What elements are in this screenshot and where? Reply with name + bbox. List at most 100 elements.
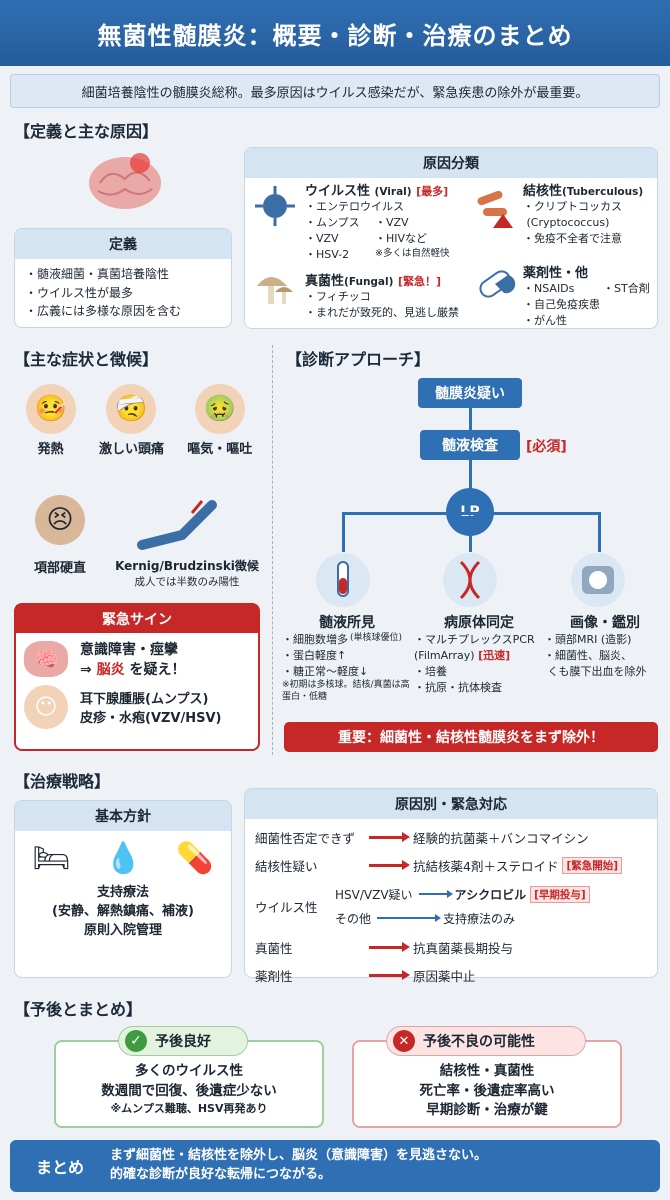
other-viral: その他 — [335, 911, 372, 926]
fungal-block: 真菌性(Fungal) [緊急！] ・フィチッコ ・まれだが致死的、見逃し厳禁 — [305, 274, 459, 319]
drug-block: 薬剤性・他 ・NSAIDs・ST合剤 ・自己免疫疾患 ・がん性 — [523, 262, 655, 329]
imaging: 画像・鑑別 ・頭部MRI (造影) ・細菌性、脳炎、 くも膜下出血を除外 — [544, 612, 666, 680]
viral-response: ウイルス性 HSV/VZV疑いアシクロビル[早期投与] その他支持療法のみ — [255, 879, 647, 933]
response-action: 抗結核薬4剤＋ステロイド — [413, 858, 559, 874]
csf-item: 細胞数増多 — [293, 633, 348, 646]
basic-policy-card: 基本方針 🛏💧💊 支持療法 (安静、解熱鎮痛、補液) 原則入院管理 — [14, 800, 232, 978]
flow-branch — [342, 512, 600, 515]
bad-line: 結核性・真菌性 — [439, 1063, 535, 1079]
flow-arrow — [469, 536, 472, 552]
response-cause: ウイルス性 — [255, 899, 318, 915]
response-row: 結核性疑い抗結核薬4剤＋ステロイド[緊急開始] — [255, 851, 647, 879]
pathogen-item: 培養 — [425, 664, 447, 678]
causes-title: 原因分類 — [245, 148, 657, 178]
pill-icon — [473, 262, 517, 306]
response-cause: 薬剤性 — [255, 968, 293, 984]
drug-name: 薬剤性・他 — [523, 266, 589, 281]
pathogen-item: 抗原・抗体検査 — [425, 680, 502, 694]
fungal-tag: [緊急！] — [397, 275, 442, 288]
definition-item: 髄液細菌・真菌培養陰性 — [25, 265, 221, 284]
response-action: 抗真菌薬長期投与 — [413, 940, 514, 956]
kernig-label: Kernig/Brudzinski徴候 — [115, 559, 259, 573]
response-row: 細菌性否定できず経験的抗菌薬＋バンコマイシン — [255, 823, 647, 851]
imaging-item: 細菌性、脳炎、 — [555, 648, 632, 662]
kernig-note: 成人では半数のみ陽性 — [134, 576, 240, 588]
iv-bag-icon: 💧 — [104, 841, 143, 876]
emergency-suffix: を疑え！ — [124, 662, 186, 678]
viral-item: エンテロウイルス — [316, 200, 404, 213]
arrow-icon — [377, 914, 442, 922]
viral-item: VZV — [386, 215, 409, 229]
brain-icon: 🧠 — [24, 641, 68, 677]
step-suspect: 髄膜炎疑い — [418, 378, 522, 408]
basic-icons: 🛏💧💊 — [15, 841, 231, 876]
basic-line: 原則入院管理 — [83, 922, 162, 938]
definition-heading: 【定義と主な原因】 — [14, 122, 159, 141]
diagnosis-heading: 【診断アプローチ】 — [286, 350, 431, 369]
arrow-icon — [369, 859, 410, 870]
response-action: 原因薬中止 — [413, 968, 476, 984]
virus-icon — [253, 184, 297, 228]
prognosis-heading: 【予後とまとめ】 — [14, 1000, 143, 1019]
tb-block: 結核性(Tuberculous) ・クリプトコッカス (Cryptococcus… — [523, 184, 644, 245]
causes-card: 原因分類 ウイルス性 (Viral) [最多] ・エンテロウイルス ・ムンプス・… — [244, 147, 658, 329]
treatment-heading: 【治療戦略】 — [14, 772, 111, 791]
tb-name: 結核性 — [523, 184, 563, 199]
pathogen-item: マルチプレックスPCR — [425, 633, 535, 646]
symptom-row-1: 🤒発熱 🤕激しい頭痛 🤢嘔気・嘔吐 — [14, 384, 264, 457]
bad-line: 早期診断・治療が鍵 — [426, 1102, 548, 1119]
emergency-line-1: 意識障害・痙攣 — [80, 642, 178, 658]
tb-item: 免疫不全者で注意 — [534, 231, 622, 245]
neck-stiffness-icon: 😣 — [35, 495, 85, 545]
csf-findings: 髄液所見 ・細胞数増多(単核球優位) ・蛋白軽度↑ ・糖正常〜軽度↓ ※初期は多… — [282, 612, 412, 703]
swollen-face-icon: 😶 — [24, 685, 68, 729]
symptom-label: 激しい頭痛 — [98, 442, 164, 457]
response-row: 薬剤性 原因薬中止 — [255, 961, 647, 989]
step-csf: 髄液検査 — [420, 430, 520, 460]
tb-item: (Cryptococcus) — [526, 215, 610, 229]
fungal-en: (Fungal) — [344, 276, 394, 288]
fungal-item: フィチッコ — [316, 290, 371, 303]
arrow-icon — [369, 969, 410, 980]
imaging-item: くも膜下出血を除外 — [547, 664, 647, 678]
encephalitis-text: 脳炎 — [96, 662, 125, 678]
summary-label: まとめ — [35, 1158, 84, 1177]
mushroom-icon — [253, 266, 297, 310]
fungal-name: 真菌性 — [305, 274, 345, 289]
flow-arrow — [469, 408, 472, 430]
required-tag: [必須] — [526, 439, 567, 455]
viral-item: ムンプス — [316, 215, 360, 229]
early-tag: [早期投与] — [530, 885, 590, 903]
leg-raise-icon — [137, 500, 217, 550]
symptoms-heading: 【主な症状と徴候】 — [14, 350, 159, 369]
tb-item: クリプトコッカス — [534, 200, 622, 213]
emergency-line-4: 皮疹・水疱(VZV/HSV) — [80, 711, 222, 726]
supportive-only: 支持療法のみ — [443, 911, 516, 926]
definition-card: 定義 髄液細菌・真菌培養陰性 ウイルス性が最多 広義には多様な原因を含む — [14, 228, 232, 328]
bad-title-pill: ✕予後不良の可能性 — [386, 1026, 586, 1056]
flow-arrow — [469, 460, 472, 490]
drug-item: ST合剤 — [614, 282, 650, 295]
symptom-headache: 🤕激しい頭痛 — [99, 384, 164, 457]
csf-item: 糖正常〜軽度↓ — [293, 664, 369, 678]
response-action: 経験的抗菌薬＋バンコマイシン — [413, 830, 589, 846]
viral-item: HIVなど — [386, 231, 428, 245]
summary-line: まず細菌性・結核性を除外し、脳炎（意識障害）を見逃さない。 — [110, 1148, 488, 1164]
imaging-item: 頭部MRI (造影) — [555, 633, 632, 646]
csf-item: 蛋白軽度↑ — [293, 648, 347, 662]
arrow-icon — [369, 941, 410, 952]
basic-line: (安静、解熱鎮痛、補液) — [52, 903, 194, 919]
arrow-icon — [418, 890, 453, 898]
urgent-tag: [緊急開始] — [562, 856, 623, 874]
cause-response-card: 原因別・緊急対応 細菌性否定できず経験的抗菌薬＋バンコマイシン 結核性疑い抗結核… — [244, 788, 658, 984]
diagnosis-banner: 重要：細菌性・結核性髄膜炎をまず除外！ — [284, 722, 658, 752]
drug-item: 自己免疫疾患 — [534, 297, 600, 311]
basic-line: 支持療法 — [96, 885, 149, 900]
nausea-icon: 🤢 — [194, 384, 245, 434]
flow-arrow — [342, 512, 345, 552]
drug-item: NSAIDs — [534, 282, 575, 295]
viral-item: HSV-2 — [316, 247, 350, 261]
fever-icon: 🤒 — [25, 384, 76, 434]
rapid-tag: [迅速] — [478, 648, 511, 662]
brain-icon — [80, 145, 170, 215]
